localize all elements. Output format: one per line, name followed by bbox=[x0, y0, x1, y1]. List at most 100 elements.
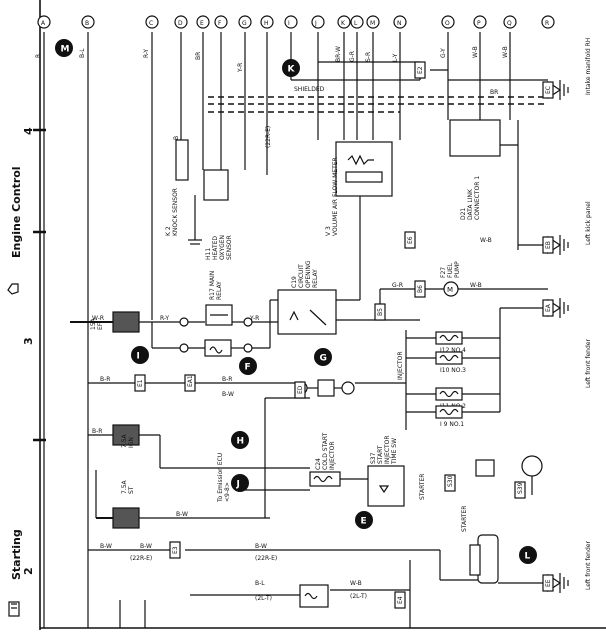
data-link-connector: D21DATA LINKCONNECTOR 1 bbox=[449, 119, 501, 220]
vaf-label: V 3VOLUME AIR FLOW METER bbox=[325, 157, 339, 236]
wire-label-yr: Y-R bbox=[237, 63, 244, 73]
connector-e4: E4 bbox=[394, 591, 406, 609]
engine-note-2lt-2: (2L-T) bbox=[350, 593, 367, 600]
ign-fuse-label: 7.5AIGN bbox=[121, 433, 135, 448]
svg-text:R: R bbox=[545, 20, 549, 27]
injector-label-1: I12 NO.4 bbox=[440, 347, 466, 354]
wire-label-rg: G-R bbox=[392, 282, 403, 289]
right-title: Engine Control bbox=[10, 166, 23, 258]
svg-text:F: F bbox=[218, 20, 222, 27]
wire-label-gy: G-Y bbox=[440, 48, 447, 58]
wire-label-bw-5: B-W bbox=[255, 543, 267, 550]
marker-i: I bbox=[131, 346, 149, 364]
header-right: Engine Control bbox=[7, 166, 23, 295]
wire-label-ly: L-Y bbox=[392, 53, 399, 62]
top-letter-d: D bbox=[174, 15, 188, 29]
injector-label-4: I 9 NO.1 bbox=[440, 421, 464, 428]
knock-sensor: K 2KNOCK SENSOR bbox=[165, 139, 189, 236]
svg-text:G: G bbox=[320, 354, 327, 364]
wire-label-wb: W-B bbox=[472, 46, 479, 58]
svg-text:L: L bbox=[525, 552, 531, 562]
svg-text:EA1: EA1 bbox=[187, 375, 194, 387]
wire-label-yr-2: Y-R bbox=[249, 315, 259, 322]
volume-air-flow-meter: V 3VOLUME AIR FLOW METER bbox=[325, 141, 393, 236]
wire-label-wb-2: W-B bbox=[502, 46, 509, 58]
connector-ed: ED bbox=[294, 381, 306, 399]
engine-note-22re: (22R-E) bbox=[130, 555, 152, 562]
starter: STARTER STARTER bbox=[419, 455, 543, 584]
svg-text:J: J bbox=[236, 480, 240, 490]
svg-text:H: H bbox=[264, 20, 269, 27]
heated-oxygen-label: H11HEATEDOXYGENSENSOR bbox=[205, 235, 233, 260]
grid-number-4: 4 bbox=[22, 127, 35, 135]
top-letter-n: N bbox=[393, 15, 407, 29]
svg-text:M: M bbox=[370, 20, 375, 27]
cold-start-injector: C24COLD STARTINJECTOR bbox=[309, 432, 341, 487]
ground-label-fender-1: Left front fender bbox=[585, 339, 592, 388]
wire-label-bl-2: B-L bbox=[255, 580, 265, 587]
connector-ea1: EA1 bbox=[184, 374, 196, 392]
connector-e3: E3 bbox=[169, 541, 181, 559]
starter-label: STARTER bbox=[461, 506, 468, 532]
top-letter-j: J bbox=[311, 15, 325, 29]
ign-fuse: 7.5AIGN bbox=[112, 424, 140, 448]
svg-text:E3: E3 bbox=[172, 546, 179, 554]
svg-text:L: L bbox=[354, 20, 358, 27]
wire-label-gr: G-R bbox=[349, 51, 356, 62]
svg-text:E: E bbox=[361, 517, 367, 527]
svg-text:EC: EC bbox=[545, 86, 552, 94]
grid-number-2: 2 bbox=[22, 567, 35, 575]
marker-g: G bbox=[314, 348, 332, 366]
engine-note-22re-3: (22R-E) bbox=[265, 126, 272, 148]
svg-text:B6: B6 bbox=[417, 285, 424, 293]
svg-text:I: I bbox=[137, 352, 140, 362]
top-letter-f: F bbox=[214, 15, 228, 29]
top-letter-b: B bbox=[81, 15, 95, 29]
wire-label-br-4: B-R bbox=[222, 376, 232, 383]
wire-label-brw: BR-W bbox=[335, 46, 342, 62]
top-letter-c: C bbox=[145, 15, 159, 29]
connector-ea: EA bbox=[542, 299, 554, 317]
left-title: Starting bbox=[10, 529, 23, 580]
dlc-label: D21DATA LINKCONNECTOR 1 bbox=[460, 176, 481, 220]
ground-label-fender-2: Left front fender bbox=[585, 541, 592, 590]
starter-motor-icon bbox=[8, 601, 20, 617]
grid-number-3: 3 bbox=[22, 337, 35, 345]
top-letter-h: H bbox=[260, 15, 274, 29]
svg-text:E: E bbox=[200, 20, 204, 27]
injector-1: I12 NO.4 bbox=[406, 331, 500, 354]
top-letter-p: P bbox=[473, 15, 487, 29]
emission-ecu-label: To Emission ECU<9-8> bbox=[217, 453, 231, 503]
cold-start-label: C24COLD STARTINJECTOR bbox=[315, 432, 336, 470]
svg-text:S39: S39 bbox=[517, 482, 524, 494]
start-injector-time-switch: S37STARTINJECTORTIME SW bbox=[367, 435, 405, 507]
wire-label-br: BR bbox=[195, 52, 202, 60]
svg-text:J: J bbox=[314, 20, 317, 27]
ground-label-intake: Intake manifold RH bbox=[585, 38, 592, 95]
svg-text:F: F bbox=[245, 363, 251, 373]
wire-label-br-2: BR bbox=[490, 89, 498, 96]
wire-label-bw-4: B-W bbox=[140, 543, 152, 550]
connector-b6: B6 bbox=[414, 280, 426, 298]
svg-text:B5: B5 bbox=[377, 308, 384, 316]
connector-b5: B5 bbox=[374, 303, 386, 321]
svg-text:D: D bbox=[178, 20, 183, 27]
wire-label-bl: B-L bbox=[79, 48, 86, 58]
top-letter-g: G bbox=[238, 15, 252, 29]
engine-note-22re-2: (22R-E) bbox=[255, 555, 277, 562]
connector-ec: EC bbox=[542, 81, 554, 99]
marker-f: F bbox=[239, 357, 257, 375]
svg-text:P: P bbox=[477, 20, 481, 27]
top-letter-q: Q bbox=[503, 15, 517, 29]
svg-text:K: K bbox=[288, 65, 296, 75]
top-letter-o: O bbox=[441, 15, 455, 29]
top-letter-r: R bbox=[541, 15, 555, 29]
wire-label-ry-2: R-Y bbox=[160, 315, 169, 322]
wire-label-sr: S-R bbox=[365, 52, 372, 62]
svg-text:A: A bbox=[41, 20, 46, 27]
top-letter-i: I bbox=[284, 15, 298, 29]
marker-e: E bbox=[355, 511, 373, 529]
